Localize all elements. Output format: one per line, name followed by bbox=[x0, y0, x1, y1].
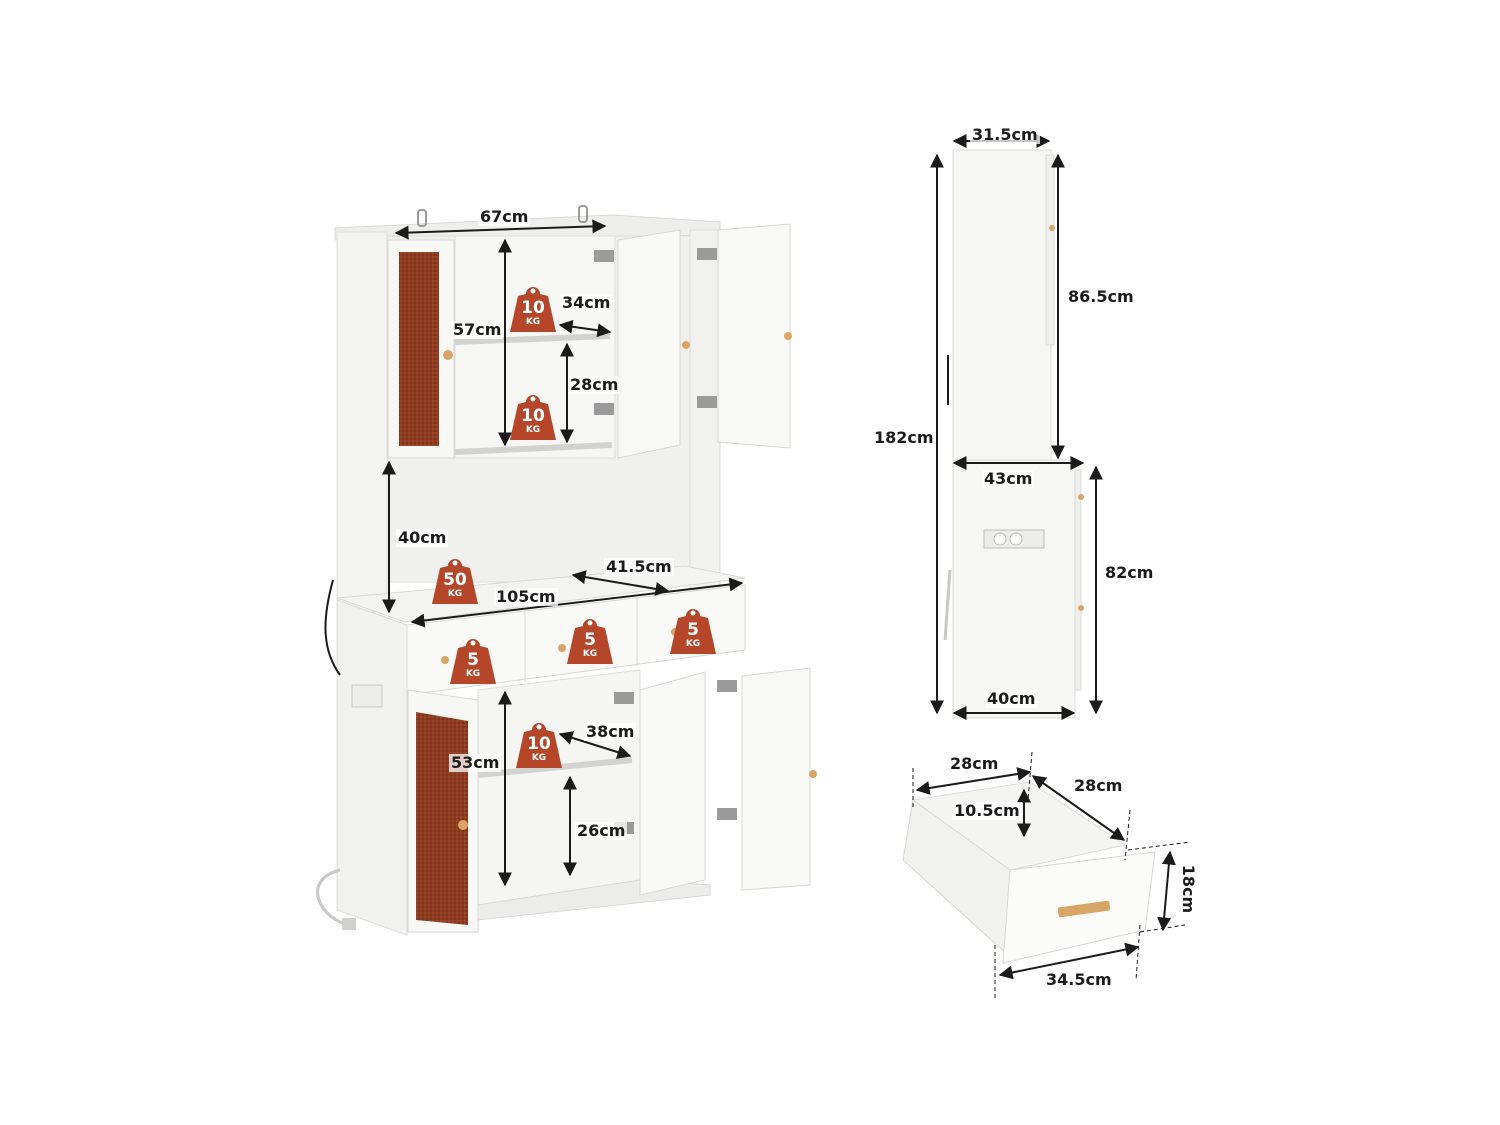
label-drawer-front-width: 34.5cm bbox=[1044, 970, 1114, 989]
weight-icon bbox=[670, 609, 716, 654]
label-side-base-depth: 40cm bbox=[985, 689, 1038, 708]
main-dimension-arrows bbox=[382, 219, 744, 887]
label-lower-height: 53cm bbox=[449, 753, 502, 772]
label-drawer-inner-height: 10.5cm bbox=[952, 801, 1022, 820]
label-shelf-depth-upper: 34cm bbox=[560, 293, 613, 312]
label-counter-width: 105cm bbox=[494, 587, 558, 606]
weight-icon bbox=[432, 559, 478, 604]
main-cabinet bbox=[316, 205, 817, 936]
label-drawer-front-height: 18cm bbox=[1179, 862, 1199, 916]
label-top-width: 67cm bbox=[478, 207, 531, 226]
label-open-height: 40cm bbox=[396, 528, 449, 547]
label-counter-depth: 41.5cm bbox=[604, 557, 674, 576]
weight-icon bbox=[450, 639, 496, 684]
label-upper-height: 57cm bbox=[451, 320, 504, 339]
label-upper-shelf-gap: 28cm bbox=[568, 375, 621, 394]
weight-icon bbox=[516, 723, 562, 768]
label-lower-shelf-gap: 26cm bbox=[575, 821, 628, 840]
side-view bbox=[943, 149, 1084, 719]
drawer-dimension-arrows bbox=[915, 767, 1176, 980]
weight-icon bbox=[510, 395, 556, 440]
label-drawer-width: 28cm bbox=[948, 754, 1001, 773]
label-side-top-depth: 31.5cm bbox=[970, 125, 1040, 144]
label-side-upper-height: 86.5cm bbox=[1066, 287, 1136, 306]
weight-icon bbox=[567, 619, 613, 664]
label-side-lower-height: 82cm bbox=[1103, 563, 1156, 582]
label-side-counter-depth: 43cm bbox=[982, 469, 1035, 488]
drawer-view bbox=[902, 781, 1156, 964]
label-drawer-depth: 28cm bbox=[1072, 776, 1125, 795]
label-lower-shelf-depth: 38cm bbox=[584, 722, 637, 741]
weight-icon bbox=[510, 287, 556, 332]
label-side-total-height: 182cm bbox=[872, 428, 936, 447]
